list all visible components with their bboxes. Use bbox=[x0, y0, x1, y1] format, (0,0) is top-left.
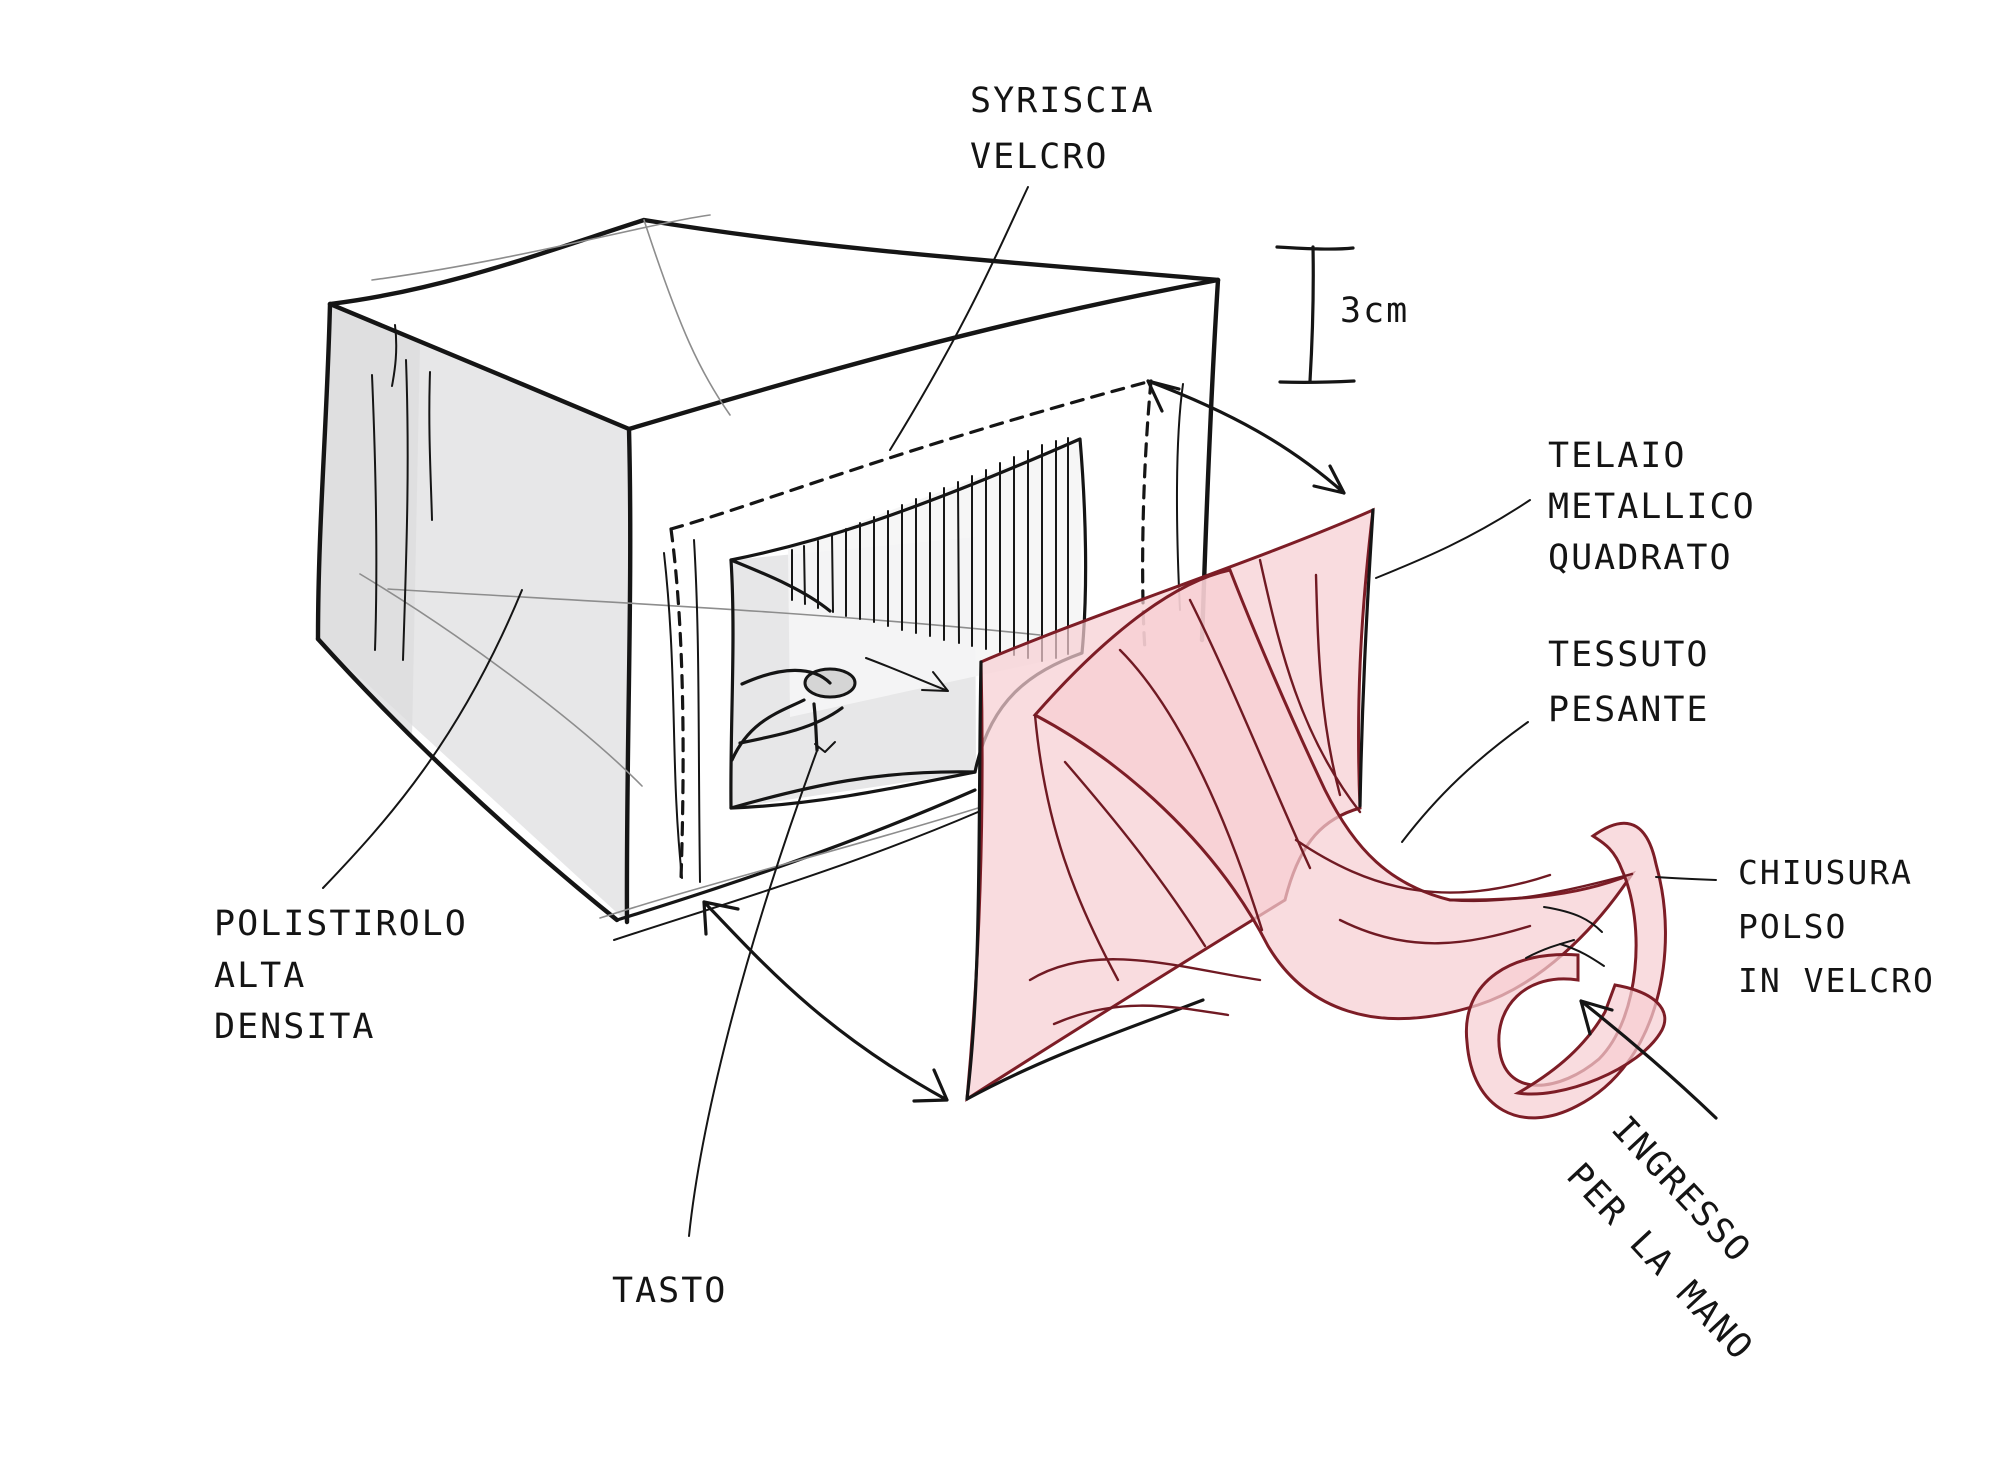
button-label: TASTO bbox=[612, 1271, 727, 1311]
foam-leader bbox=[322, 589, 523, 889]
depth-arrow bbox=[1146, 379, 1346, 495]
cavity-vertical-ribs bbox=[791, 437, 1069, 662]
front-face-light-lines bbox=[663, 383, 1184, 883]
fabric-tube bbox=[1032, 568, 1636, 1021]
box-shading-marks bbox=[371, 324, 433, 661]
box-construction-lines bbox=[359, 214, 1041, 919]
foam-label-2: ALTA bbox=[214, 956, 306, 996]
velcro-label-2: VELCRO bbox=[970, 137, 1108, 177]
fabric-inner-lines bbox=[1063, 760, 1634, 948]
fabric-sleeve bbox=[965, 507, 1667, 1120]
dimensions-and-arrows bbox=[702, 245, 1718, 1120]
box-bottom-left-edge bbox=[315, 636, 620, 923]
dimension-label: 3cm bbox=[1340, 291, 1409, 331]
closure-leader bbox=[1655, 876, 1717, 881]
cavity-back-panel bbox=[788, 439, 1082, 717]
box-front-top-edge bbox=[626, 277, 1221, 432]
box-left-face-shadow bbox=[318, 304, 420, 739]
fabric-label-1: TESSUTO bbox=[1548, 635, 1710, 675]
velcro-leader bbox=[889, 186, 1029, 451]
fabric-panel-edges bbox=[965, 508, 1375, 1101]
closure-label-1: CHIUSURA bbox=[1738, 853, 1913, 892]
wrist-cuff bbox=[1513, 983, 1667, 1096]
button-leader bbox=[688, 747, 819, 1237]
frame-label-3: QUADRATO bbox=[1548, 538, 1733, 578]
closure-label-3: IN VELCRO bbox=[1738, 961, 1935, 1000]
box-left-top-edge bbox=[327, 217, 1221, 307]
fabric-leader bbox=[1401, 721, 1529, 843]
fabric-label-2: PESANTE bbox=[1548, 690, 1710, 730]
entry-arrow bbox=[1579, 999, 1718, 1120]
box-front-vertical-edge bbox=[624, 426, 633, 925]
cavity-dimension-arrow bbox=[865, 657, 949, 692]
box-left-vertical-edge bbox=[315, 301, 333, 642]
button-mechanism bbox=[730, 667, 857, 762]
box-bottom-lip bbox=[613, 811, 979, 941]
leader-lines bbox=[322, 186, 1717, 1237]
fabric-folds bbox=[1028, 558, 1362, 1026]
foam-label-3: DENSITA bbox=[214, 1007, 376, 1047]
frame-label-2: METALLICO bbox=[1548, 487, 1756, 527]
velcro-label-1: SYRISCIA bbox=[970, 81, 1155, 121]
frame-leader bbox=[1375, 499, 1531, 579]
frame-label-1: TELAIO bbox=[1548, 436, 1686, 476]
cavity-inner-rim bbox=[729, 558, 977, 810]
sleeve-stripes bbox=[1525, 906, 1605, 967]
dimension-3cm-line bbox=[1275, 245, 1356, 385]
box-front-left-top-edge bbox=[327, 301, 632, 432]
button-lever bbox=[730, 668, 844, 762]
button-stem bbox=[814, 741, 836, 753]
closure-label-2: POLSO bbox=[1738, 907, 1847, 946]
width-arrow bbox=[702, 900, 949, 1103]
foam-label-1: POLISTIROLO bbox=[214, 904, 468, 944]
